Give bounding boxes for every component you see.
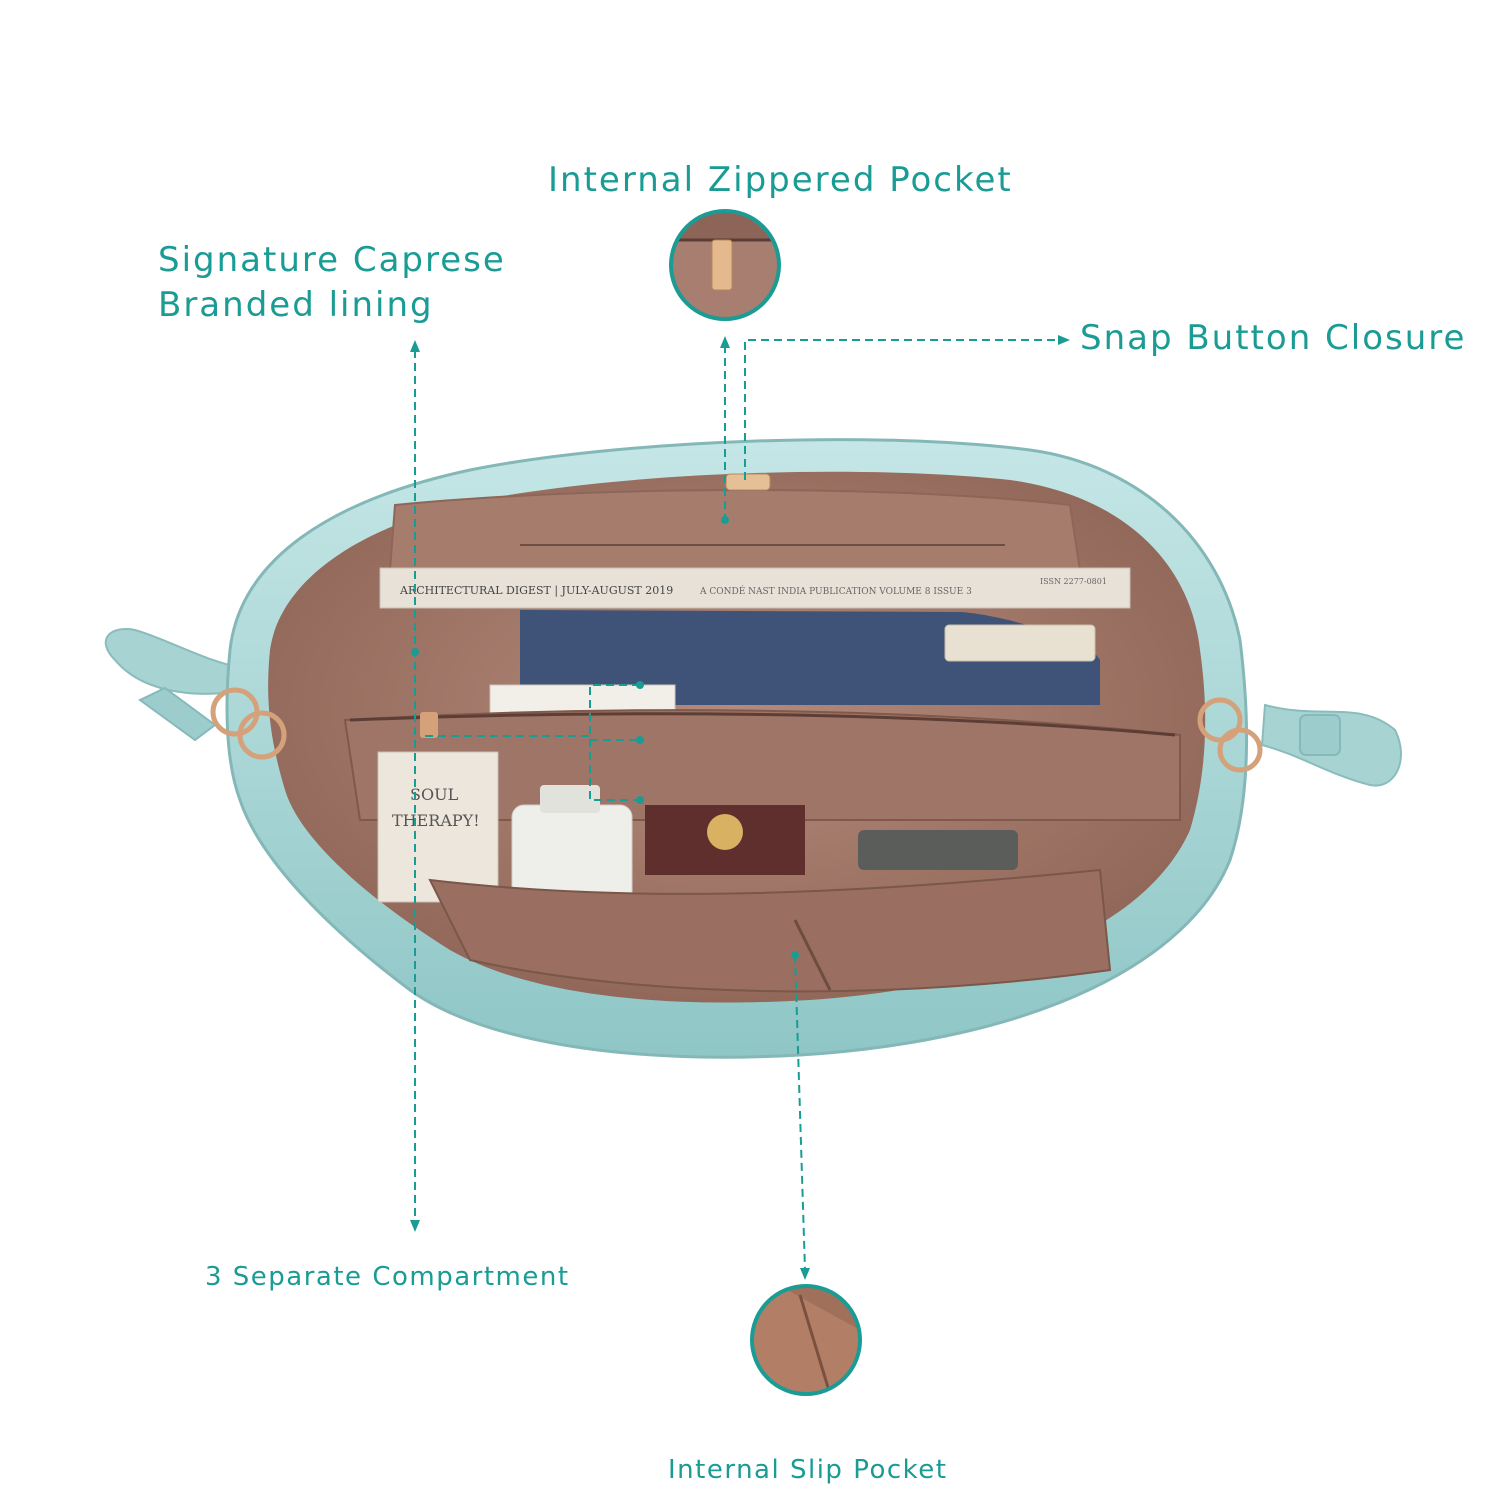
slip-pocket-detail-circle [750,1284,862,1396]
snap-button-label: Snap Button Closure [1080,318,1467,358]
magazine: ARCHITECTURAL DIGEST | JULY-AUGUST 2019 … [379,567,1131,609]
svg-text:A CONDÉ NAST INDIA PUBLICATION: A CONDÉ NAST INDIA PUBLICATION VOLUME 8 … [699,585,972,597]
right-strap [1260,703,1402,787]
callout-lines [414,339,1060,1271]
zipper-pull-icon [420,712,438,738]
svg-text:THERAPY!: THERAPY! [392,811,480,830]
lining-label-line2: Branded lining [158,285,434,325]
svg-text:ARCHITECTURAL DIGEST | JULY-AU: ARCHITECTURAL DIGEST | JULY-AUGUST 2019 [399,584,673,598]
d-ring-icon [1217,727,1263,773]
svg-text:SOUL: SOUL [410,785,459,804]
d-ring-icon [237,710,287,760]
callout-arrows [410,335,1070,1280]
svg-text:ISSN 2277-0801: ISSN 2277-0801 [1040,577,1107,586]
left-strap [104,628,252,742]
lining-label-line1: Signature Caprese [158,240,506,280]
snap-button-icon [725,473,771,491]
front-items: SOUL THERAPY! [377,751,1018,916]
navy-notebook [489,610,1100,716]
zipper-detail-circle [669,209,781,321]
slip-pocket-label: Internal Slip Pocket [668,1455,948,1485]
zipper-pocket-label: Internal Zippered Pocket [548,160,1013,200]
compartments-label: 3 Separate Compartment [205,1262,570,1292]
